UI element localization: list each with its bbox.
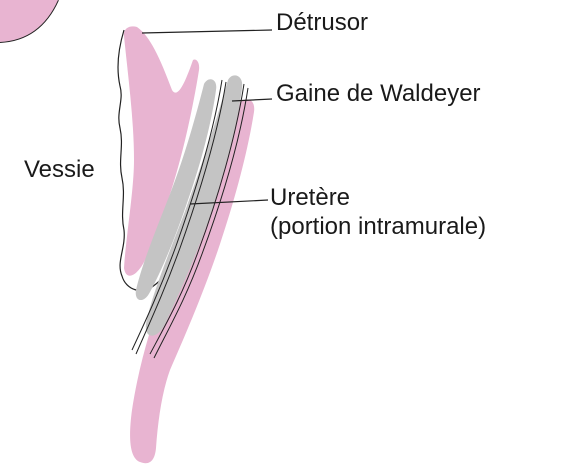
label-ureter-line2: (portion intramurale)	[270, 213, 486, 242]
label-bladder: Vessie	[24, 156, 95, 185]
label-ureter-line1: Uretère	[270, 184, 486, 213]
bladder-circle-fill	[0, 0, 58, 42]
label-waldeyer-sheath: Gaine de Waldeyer	[276, 80, 481, 109]
leader-detrusor	[142, 30, 272, 33]
label-detrusor: Détrusor	[276, 9, 368, 38]
label-ureter: Uretère (portion intramurale)	[270, 184, 486, 242]
